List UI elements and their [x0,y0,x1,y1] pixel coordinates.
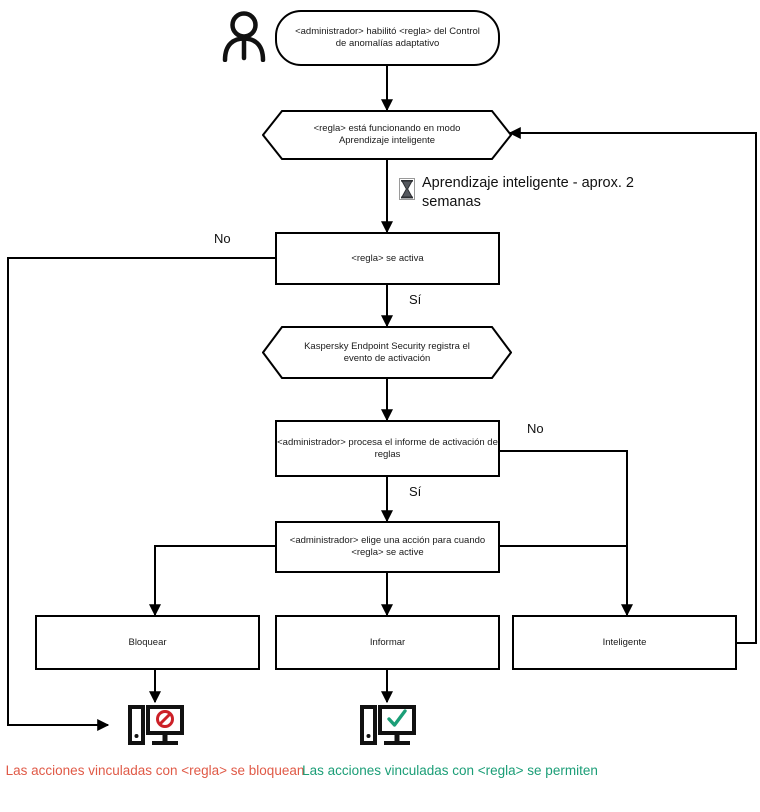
node-admin-processes-report[interactable]: <administrador> procesa el informe de ac… [275,420,500,477]
hourglass-icon [398,178,416,200]
node-smart-label: Inteligente [602,636,647,648]
node-admin-chooses-action[interactable]: <administrador> elige una acción para cu… [275,521,500,573]
node-smart-training-label: <regla> está funcionando en modo Aprendi… [313,123,461,146]
node-start-label: <administrador> habilitó <regla> del Con… [295,26,480,49]
edge-label-trigger-no: No [214,231,231,246]
node-inform[interactable]: Informar [275,615,500,670]
training-duration-note: Aprendizaje inteligente - aprox. 2 seman… [422,174,682,211]
node-admin-chooses-action-label: <administrador> elige una acción para cu… [289,535,486,558]
node-block-label: Bloquear [128,636,167,648]
person-icon [218,8,270,63]
node-rule-triggers-label: <regla> se activa [351,252,424,264]
node-start[interactable]: <administrador> habilitó <regla> del Con… [275,10,500,66]
node-admin-processes-report-label: <administrador> procesa el informe de ac… [277,436,498,460]
computer-blocked-icon [128,703,184,751]
node-block[interactable]: Bloquear [35,615,260,670]
caption-allowed: Las acciones vinculadas con <regla> se p… [302,763,598,778]
node-kes-logs[interactable]: Kaspersky Endpoint Security registra el … [262,326,512,379]
node-smart-training[interactable]: <regla> está funcionando en modo Aprendi… [262,110,512,160]
node-kes-logs-label: Kaspersky Endpoint Security registra el … [304,340,470,364]
training-duration-text: Aprendizaje inteligente - aprox. 2 seman… [422,175,634,210]
edge-choose-to-block [149,545,275,617]
edge-report-no [500,450,633,617]
node-inform-label: Informar [369,636,406,648]
computer-allowed-icon [360,703,416,751]
node-rule-triggers[interactable]: <regla> se activa [275,232,500,285]
caption-blocked: Las acciones vinculadas con <regla> se b… [5,763,305,778]
node-smart[interactable]: Inteligente [512,615,737,670]
edge-label-trigger-yes: Sí [409,292,422,307]
edge-label-report-no: No [527,421,544,436]
edge-label-report-yes: Sí [409,484,422,499]
